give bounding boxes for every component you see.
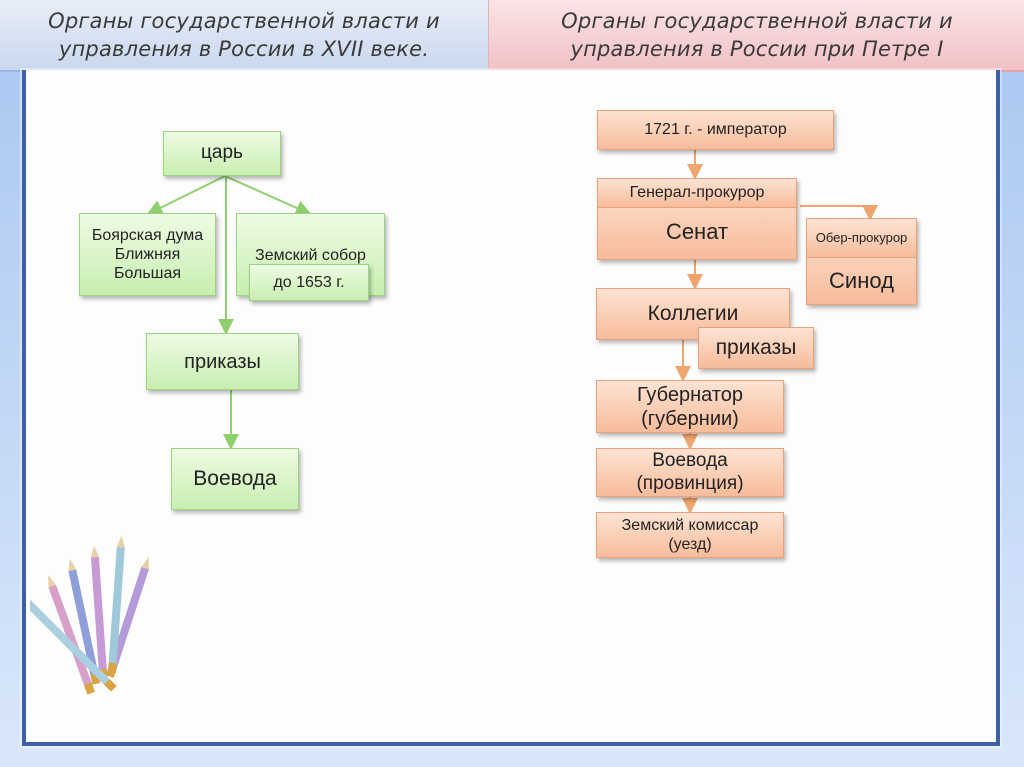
tsar-box: царь (163, 131, 281, 176)
zemsky-sobor-note-box: до 1653 г. (249, 264, 369, 301)
senate-label: Сенат (666, 219, 728, 245)
arrow-tsar-duma (150, 176, 225, 213)
governor-box: Губернатор (губернии) (596, 380, 784, 433)
arrow-tsar-sobor (225, 176, 308, 213)
colored-pencils-icon (30, 535, 170, 715)
zemsky-commissar-box: Земский комиссар (уезд) (596, 512, 784, 558)
emperor-label: 1721 г. - император (644, 120, 786, 139)
voevoda-label: Воевода (193, 466, 276, 491)
voevoda-province-label: Воевода (провинция) (636, 450, 743, 496)
synod-label: Синод (829, 268, 894, 294)
voevoda-box: Воевода (171, 448, 299, 510)
zemsky-sobor-label: Земский собор (255, 246, 366, 265)
collegia-prikazy-label: приказы (716, 335, 797, 360)
zemsky-commissar-label: Земский комиссар (уезд) (622, 516, 759, 554)
collegia-prikazy-box: приказы (698, 327, 814, 369)
tsar-label: царь (201, 142, 243, 165)
general-prosecutor-label: Генерал-прокурор (630, 183, 765, 202)
collegia-label: Коллегии (648, 301, 739, 326)
ober-prosecutor-label: Обер-прокурор (816, 230, 908, 246)
zemsky-sobor-note-label: до 1653 г. (273, 273, 344, 292)
voevoda-province-box: Воевода (провинция) (596, 448, 784, 497)
prikazy-box: приказы (146, 333, 299, 390)
boyar-duma-label: Боярская дума Ближняя Большая (92, 226, 203, 284)
ober-prosecutor-box: Обер-прокурор (806, 218, 917, 258)
arrow-prosecutor-ober (800, 206, 870, 217)
governor-label: Губернатор (губернии) (637, 383, 743, 431)
boyar-duma-box: Боярская дума Ближняя Большая (79, 213, 216, 296)
general-prosecutor-box: Генерал-прокурор (597, 178, 797, 208)
emperor-box: 1721 г. - император (597, 110, 834, 150)
prikazy-label: приказы (184, 350, 261, 374)
